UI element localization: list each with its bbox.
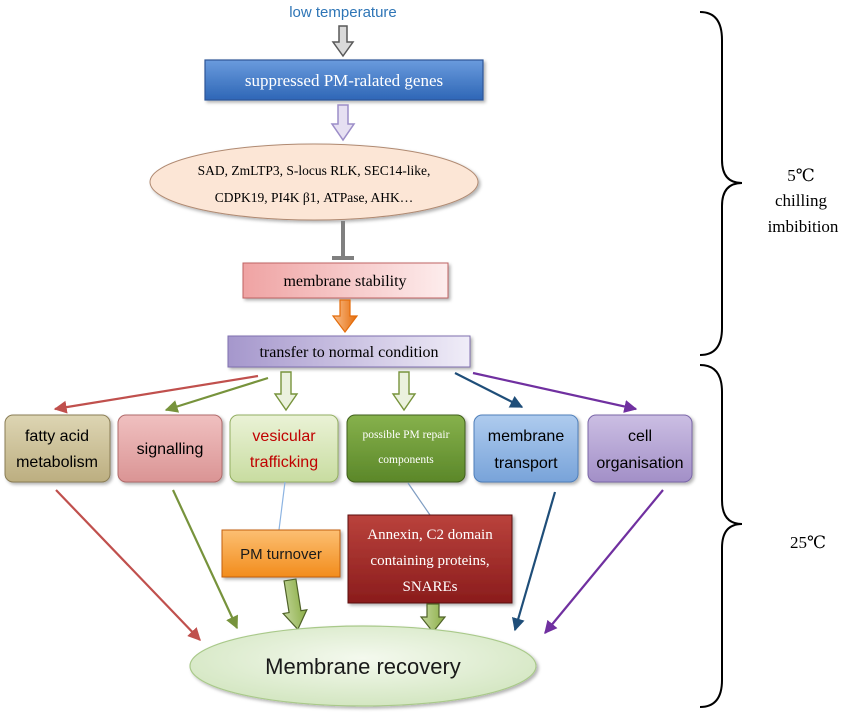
signalling-label: signalling xyxy=(137,441,204,458)
trigger-label: low temperature xyxy=(289,4,397,21)
pm-turnover-box xyxy=(221,529,341,578)
gene-list-ellipse xyxy=(149,143,479,221)
fatty-acid-to-recovery-arrow xyxy=(55,489,201,641)
arrow-to-fatty-acid xyxy=(53,374,259,414)
vesicular-to-turnover-connector xyxy=(278,481,286,531)
chilling-phase-brace xyxy=(699,11,743,356)
trigger-arrow xyxy=(331,25,355,58)
membrane-stability-label: membrane stability xyxy=(283,273,406,290)
membrane-transport-line-1: membrane xyxy=(488,428,565,445)
repair-proteins-line-2: containing proteins, xyxy=(370,553,489,569)
turnover-to-recovery-arrow xyxy=(281,578,308,631)
fatty-acid-line-2: metabolism xyxy=(16,454,98,471)
suppressed-genes-label: suppressed PM-ralated genes xyxy=(245,71,443,90)
membrane-transport-box xyxy=(473,414,579,483)
recovery-phase-temperature: 25℃ xyxy=(790,533,826,552)
chilling-phase-line-1: chilling xyxy=(775,191,827,210)
membrane-recovery-label: Membrane recovery xyxy=(265,654,461,679)
chilling-phase-temperature: 5℃ xyxy=(787,166,815,185)
repair-proteins-line-1: Annexin, C2 domain xyxy=(367,527,493,543)
vesicular-line-1: vesicular xyxy=(252,428,316,445)
transfer-label: transfer to normal condition xyxy=(259,344,438,361)
proteins-to-recovery-arrow xyxy=(419,603,447,633)
vesicular-line-2: trafficking xyxy=(250,454,318,471)
pm-turnover-label: PM turnover xyxy=(240,546,322,563)
pm-repair-line-2: components xyxy=(378,454,434,466)
signalling-box xyxy=(117,414,223,483)
membrane-stability-box xyxy=(242,262,449,299)
pm-repair-line-1: possible PM repair xyxy=(363,429,450,441)
cell-organisation-box xyxy=(587,414,693,483)
vesicular-box xyxy=(229,414,339,483)
recovery-phase-brace xyxy=(699,364,743,708)
suppressed-genes-box xyxy=(204,59,484,101)
transport-to-recovery-arrow xyxy=(512,491,557,632)
repair-proteins-box xyxy=(347,514,513,604)
fatty-acid-line-1: fatty acid xyxy=(25,428,89,445)
transfer-box xyxy=(227,335,471,368)
pm-repair-box xyxy=(346,414,466,483)
membrane-transport-line-2: transport xyxy=(494,455,558,472)
transfer-arrow xyxy=(331,299,359,333)
arrow-to-pm-repair xyxy=(391,371,417,412)
arrow-to-cell-organisation xyxy=(472,371,638,413)
arrow-to-signalling xyxy=(164,376,269,413)
chilling-phase-line-2: imbibition xyxy=(768,217,839,236)
signalling-to-recovery-arrow xyxy=(172,489,238,630)
cell-organisation-line-2: organisation xyxy=(596,455,683,472)
cell-organisation-line-1: cell xyxy=(628,428,652,445)
gene-list-line-2: CDPK19, PI4K β1, ATPase, AHK… xyxy=(215,190,414,205)
membrane-recovery-ellipse xyxy=(189,625,537,707)
gene-list-line-1: SAD, ZmLTP3, S-locus RLK, SEC14-like, xyxy=(198,163,431,178)
repair-proteins-line-3: SNAREs xyxy=(402,579,457,595)
fatty-acid-box xyxy=(4,414,111,483)
arrow-to-vesicular xyxy=(273,371,299,412)
genes-arrow xyxy=(330,104,356,142)
organisation-to-recovery-arrow xyxy=(544,489,664,635)
repair-to-proteins-connector xyxy=(407,482,431,516)
arrow-to-membrane-transport xyxy=(454,372,524,408)
